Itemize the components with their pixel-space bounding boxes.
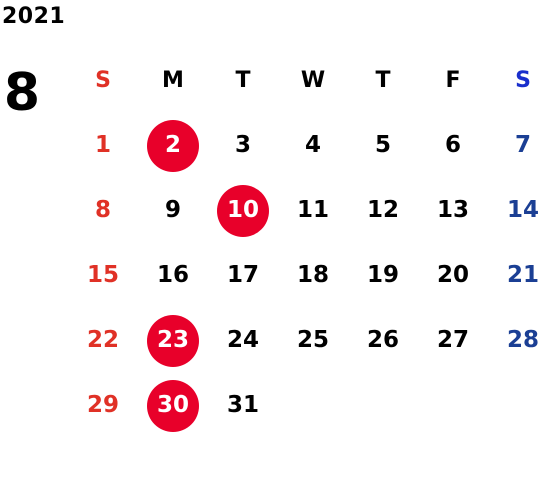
day-cell[interactable]: 27 (418, 308, 488, 373)
day-number: 9 (164, 197, 181, 223)
day-cell[interactable]: 1 (68, 113, 138, 178)
weekday-header: T (375, 67, 391, 93)
day-cell[interactable]: 13 (418, 178, 488, 243)
day-number: 3 (234, 132, 251, 158)
day-number: 14 (506, 197, 539, 223)
day-cell[interactable]: 20 (418, 243, 488, 308)
holiday-day-number: 23 (147, 314, 199, 367)
day-number: 13 (436, 197, 469, 223)
day-number: 7 (514, 132, 531, 158)
day-number: 26 (366, 327, 399, 353)
day-cell[interactable]: 6 (418, 113, 488, 178)
day-cell[interactable]: 31 (208, 373, 278, 438)
day-number: 29 (86, 392, 119, 418)
holiday-day-number: 2 (147, 119, 199, 172)
day-number: 1 (94, 132, 111, 158)
day-cell[interactable]: 16 (138, 243, 208, 308)
weekday-header: T (235, 67, 251, 93)
day-cell[interactable]: 3 (208, 113, 278, 178)
day-number: 19 (366, 262, 399, 288)
day-number: 24 (226, 327, 259, 353)
holiday-day-number: 30 (147, 379, 199, 432)
day-number: 27 (436, 327, 469, 353)
day-cell[interactable]: 7 (488, 113, 548, 178)
day-cell[interactable]: 12 (348, 178, 418, 243)
day-cell[interactable]: 30 (138, 373, 208, 438)
day-cell[interactable]: 28 (488, 308, 548, 373)
day-number: 15 (86, 262, 119, 288)
day-cell[interactable]: 2 (138, 113, 208, 178)
day-cell[interactable]: 29 (68, 373, 138, 438)
weekday-header: W (300, 67, 326, 93)
day-cell[interactable]: 14 (488, 178, 548, 243)
month-label: 8 (3, 63, 41, 123)
day-number: 20 (436, 262, 469, 288)
day-cell[interactable]: 8 (68, 178, 138, 243)
day-number: 17 (226, 262, 259, 288)
day-cell[interactable]: 22 (68, 308, 138, 373)
day-cell[interactable]: 19 (348, 243, 418, 308)
day-cell[interactable]: 25 (278, 308, 348, 373)
day-cell[interactable]: 21 (488, 243, 548, 308)
day-cell[interactable]: 15 (68, 243, 138, 308)
day-cell[interactable]: 24 (208, 308, 278, 373)
day-cell[interactable]: 10 (208, 178, 278, 243)
day-number: 11 (296, 197, 329, 223)
day-number: 22 (86, 327, 119, 353)
day-number: 18 (296, 262, 329, 288)
day-cell[interactable]: 5 (348, 113, 418, 178)
holiday-day-number: 10 (217, 184, 269, 237)
day-cell[interactable]: 17 (208, 243, 278, 308)
day-cell[interactable]: 9 (138, 178, 208, 243)
day-number: 4 (304, 132, 321, 158)
weekday-header: F (445, 67, 461, 93)
day-number: 31 (226, 392, 259, 418)
day-number: 12 (366, 197, 399, 223)
weekday-header: M (162, 67, 184, 93)
day-number: 25 (296, 327, 329, 353)
day-cell[interactable]: 23 (138, 308, 208, 373)
weekday-header: S (95, 67, 111, 93)
day-number: 16 (156, 262, 189, 288)
day-cell[interactable]: 26 (348, 308, 418, 373)
day-number: 6 (444, 132, 461, 158)
day-number: 28 (506, 327, 539, 353)
day-number: 21 (506, 262, 539, 288)
year-label: 2021 (2, 4, 66, 29)
day-cell[interactable]: 11 (278, 178, 348, 243)
day-cell[interactable]: 4 (278, 113, 348, 178)
day-number: 8 (94, 197, 111, 223)
day-cell[interactable]: 18 (278, 243, 348, 308)
day-number: 5 (374, 132, 391, 158)
weekday-header: S (515, 67, 531, 93)
